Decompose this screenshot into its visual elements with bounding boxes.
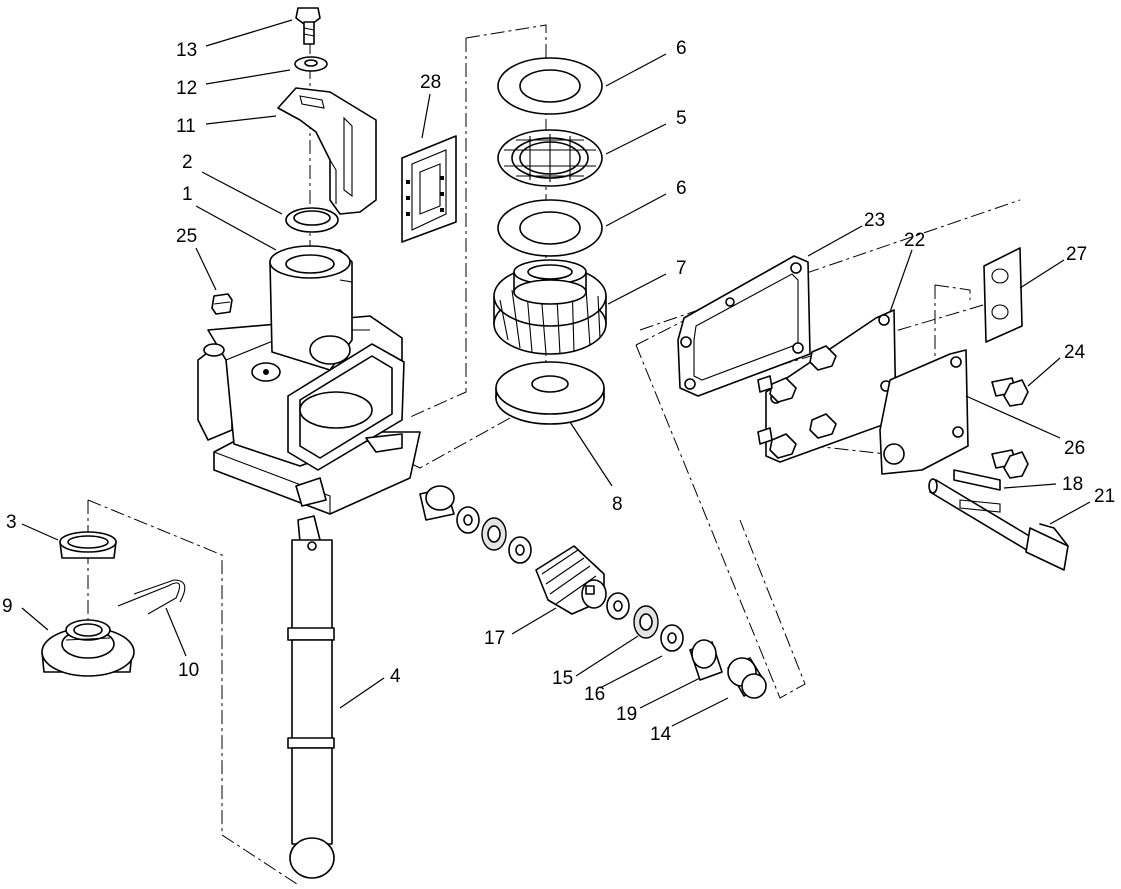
bearing-part-5: [497, 129, 603, 187]
callout-3: 3: [6, 512, 17, 533]
washer-part-12: [294, 56, 328, 72]
callout-8: 8: [612, 494, 623, 515]
gearbox-housing-part-1: [197, 245, 421, 515]
callout-7: 7: [676, 258, 687, 279]
callout-28: 28: [420, 72, 441, 93]
collar-part-9: [41, 619, 135, 677]
callout-12: 12: [176, 78, 197, 99]
cap-part-3: [59, 531, 117, 559]
gasket-part-23: [677, 255, 811, 397]
bolt-part-24: [991, 377, 1029, 479]
callout-14: 14: [650, 724, 672, 745]
leader-lines: [21, 19, 1091, 727]
callout-labels: 13 12 11 2 1 25 28 6 5 6 7 8 23 22 27 24…: [2, 38, 1115, 745]
washer-part-6-bottom: [497, 199, 603, 257]
callout-17: 17: [484, 628, 505, 649]
callout-9: 9: [2, 596, 13, 617]
shaft-part-21: [928, 478, 1069, 571]
bushing-part-14: [727, 657, 767, 699]
callout-24: 24: [1064, 342, 1086, 363]
bolts-plate: [757, 345, 837, 459]
callout-2: 2: [182, 152, 193, 173]
bolt-part-13: [295, 7, 321, 45]
callout-26: 26: [1064, 438, 1085, 459]
callout-6-bottom: 6: [676, 178, 687, 199]
ring-part-2: [285, 207, 339, 233]
bracket-part-11: [277, 87, 377, 215]
gear-part-7: [493, 259, 607, 355]
worm-stack: [419, 485, 532, 564]
callout-25: 25: [176, 226, 197, 247]
callout-10: 10: [178, 660, 199, 681]
callout-22: 22: [904, 230, 925, 251]
decal-part-27: [983, 247, 1023, 343]
callout-21: 21: [1094, 486, 1115, 507]
worm-part-17: [535, 545, 607, 615]
callout-13: 13: [176, 40, 197, 61]
washer-part-6-top: [497, 57, 603, 115]
plug-part-25: [211, 293, 233, 315]
hairpin-part-10: [117, 579, 186, 615]
callout-11: 11: [176, 116, 196, 137]
callout-23: 23: [864, 210, 885, 231]
washer-part-16: [660, 624, 684, 652]
callout-1: 1: [182, 184, 193, 205]
bracket-plate-part-26: [879, 349, 969, 475]
bearing-part-15: [633, 605, 659, 639]
decal-part-28: [401, 135, 457, 243]
bushing-part-19: [689, 639, 723, 681]
washer-right-stack: [606, 592, 630, 620]
callout-5: 5: [676, 108, 687, 129]
callout-4: 4: [390, 666, 401, 687]
callout-15: 15: [552, 668, 573, 689]
callout-27: 27: [1066, 244, 1087, 265]
washer-part-8: [495, 361, 605, 425]
callout-6-top: 6: [676, 38, 687, 59]
callout-18: 18: [1062, 474, 1083, 495]
shaft-part-4: [287, 477, 335, 879]
callout-16: 16: [584, 684, 605, 705]
callout-19: 19: [616, 704, 637, 725]
key-part-18: [953, 469, 1001, 491]
